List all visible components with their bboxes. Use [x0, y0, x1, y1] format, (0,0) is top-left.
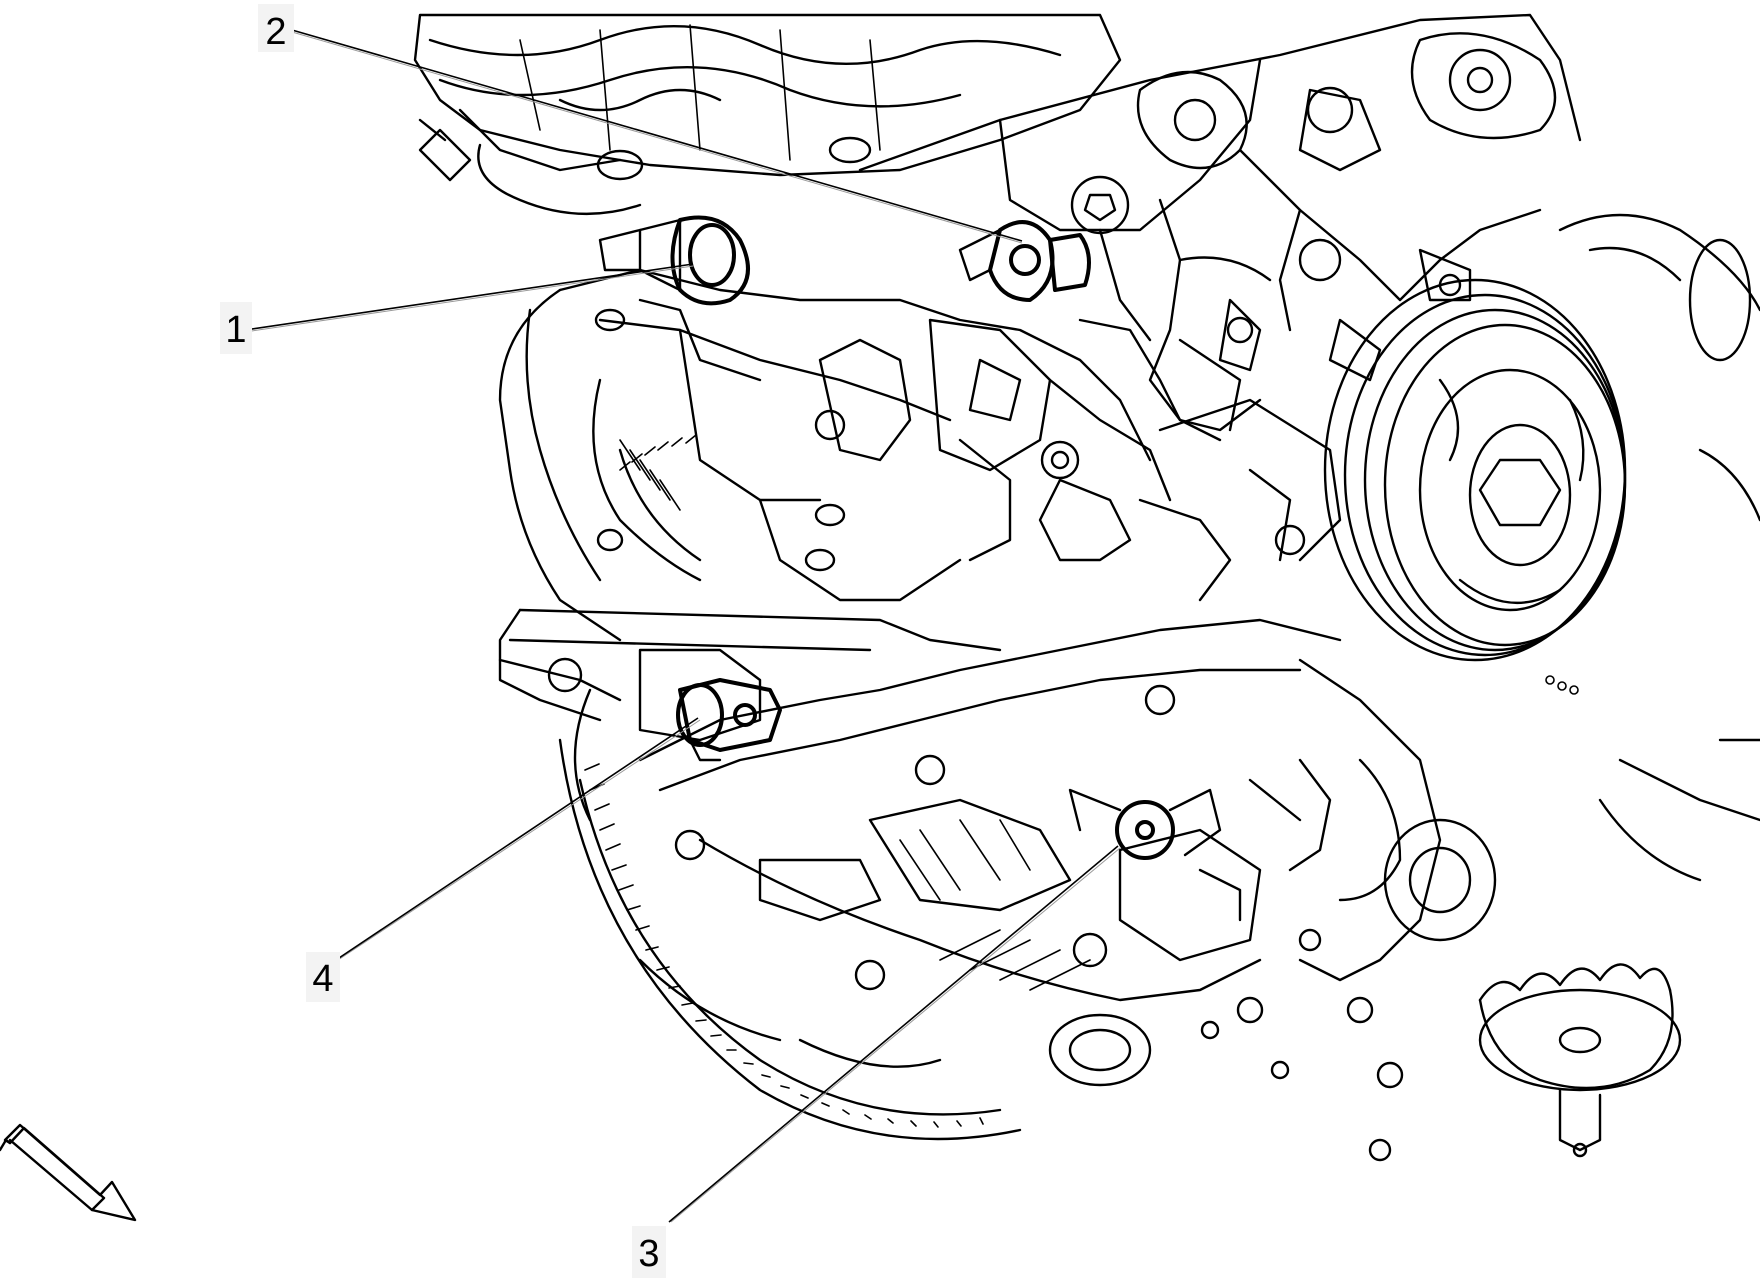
leader-line-4 — [332, 717, 699, 963]
leader-line-2 — [291, 29, 1023, 242]
callout-2: 2 — [258, 4, 294, 53]
leader-line-1 — [244, 263, 694, 331]
engine-block — [858, 13, 1582, 432]
front-cover — [1248, 658, 1497, 982]
callout-4: 4 — [306, 952, 340, 1002]
oil-filter — [1478, 963, 1682, 1158]
bell-housing — [498, 288, 702, 642]
right-accessories — [1558, 213, 1760, 882]
intake-manifold — [413, 13, 1122, 216]
leader-lines — [244, 29, 1121, 1223]
crankshaft-pulley — [1323, 278, 1627, 695]
flywheel — [558, 434, 1022, 1141]
leader-line-3 — [668, 845, 1119, 1223]
mid-block — [558, 268, 1342, 602]
crossmember — [498, 608, 1002, 742]
oil-pan — [638, 618, 1342, 1087]
callout-3: 3 — [632, 1226, 666, 1278]
sensor-3 — [1068, 788, 1242, 922]
sensor-1 — [598, 215, 750, 306]
sensor-4 — [676, 678, 782, 762]
callout-label-1: 1 — [225, 309, 246, 351]
callout-label-3: 3 — [638, 1233, 659, 1275]
callout-1: 1 — [220, 302, 252, 354]
callout-label-4: 4 — [312, 958, 333, 1000]
bolts — [854, 928, 1404, 1162]
callout-label-2: 2 — [265, 11, 286, 53]
sensor-2 — [958, 220, 1091, 302]
double-arrow-icon — [0, 1123, 137, 1222]
engine-assembly — [413, 13, 1760, 1162]
